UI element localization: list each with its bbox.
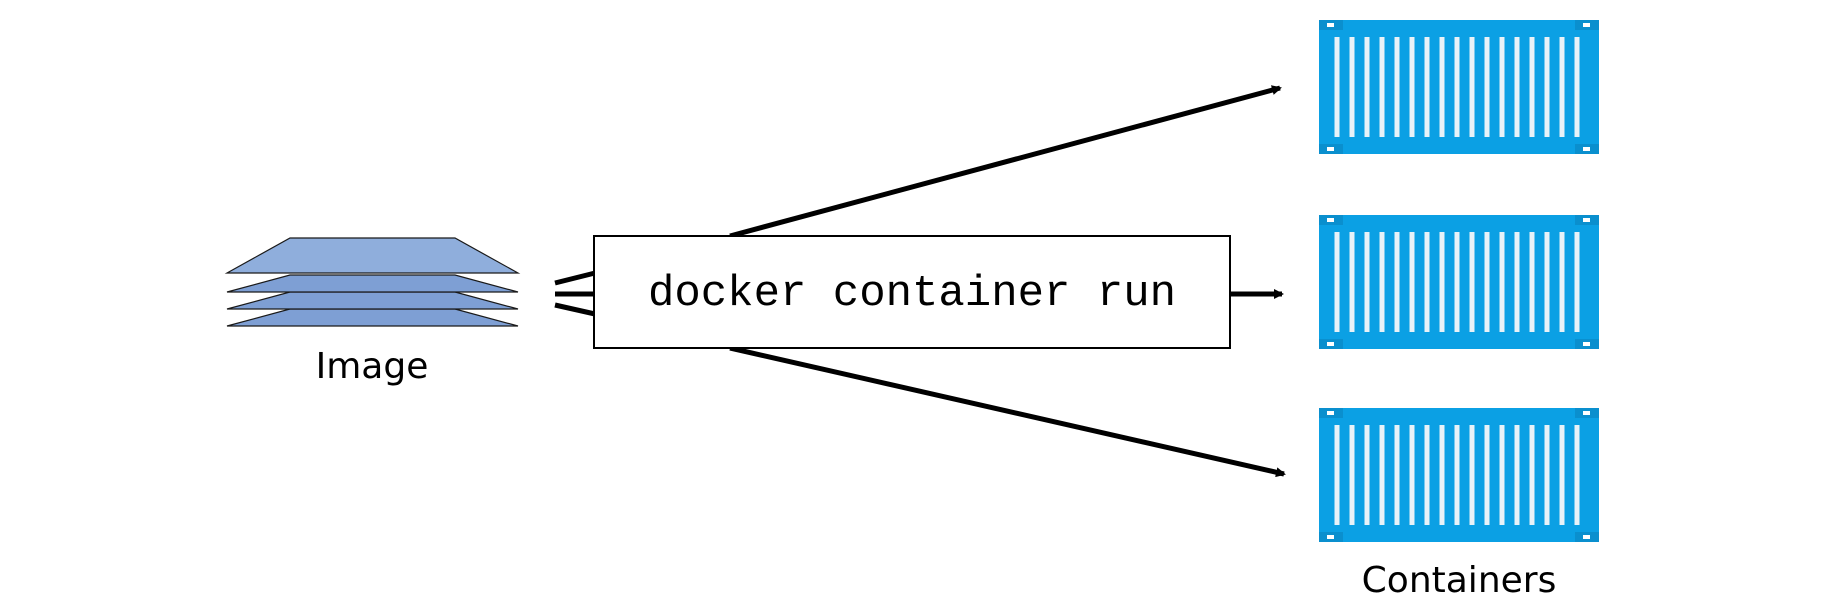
image-label: Image: [316, 346, 429, 387]
arrow-to-container-bottom: [729, 345, 1286, 478]
container-middle-icon: [1319, 215, 1599, 349]
container-top-icon: [1319, 20, 1599, 154]
input-lines: [554, 270, 596, 317]
image-layer-2: [226, 274, 519, 293]
containers-label: Containers: [1362, 560, 1557, 601]
command-box: [593, 235, 1231, 349]
arrow-to-container-top: [729, 85, 1282, 239]
command-text: docker container run: [648, 269, 1176, 319]
image-layer-4: [226, 308, 519, 327]
container-bottom-icon: [1319, 408, 1599, 542]
image-layer-1: [224, 237, 521, 274]
containers-group: [1319, 20, 1599, 542]
image-layer-3: [226, 291, 519, 310]
stacked-layers-icon: [224, 237, 521, 327]
